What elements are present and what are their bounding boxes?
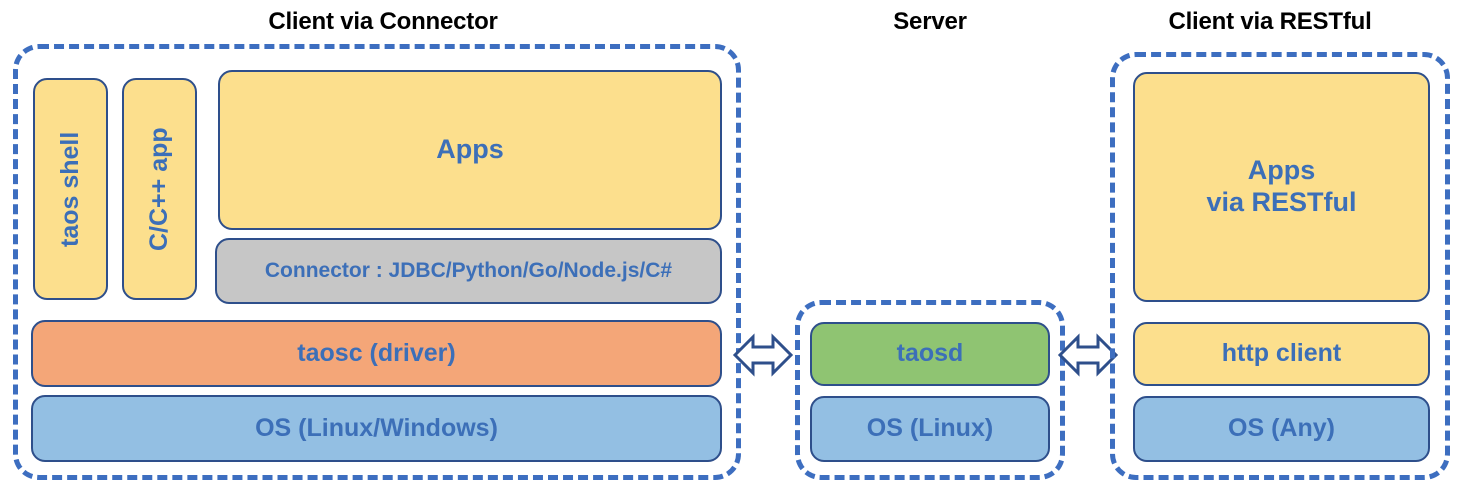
caption-server: Server <box>893 8 967 35</box>
box-taosd[interactable]: taosd <box>810 322 1050 386</box>
box-os-linux-windows[interactable]: OS (Linux/Windows) <box>31 395 722 462</box>
double-headed-arrow-icon-left <box>733 328 793 382</box>
box-cpp-app[interactable]: C/C++ app <box>122 78 197 300</box>
box-apps-via-restful-line1: Apps <box>1247 155 1316 186</box>
caption-client-restful: Client via RESTful <box>1168 8 1372 35</box>
box-apps-via-restful[interactable]: Apps via RESTful <box>1133 72 1430 302</box>
group-server <box>795 300 1065 480</box>
box-os-linux[interactable]: OS (Linux) <box>810 396 1050 462</box>
caption-client-connector: Client via Connector <box>268 8 498 35</box>
box-taos-shell[interactable]: taos shell <box>33 78 108 300</box>
box-os-any[interactable]: OS (Any) <box>1133 396 1430 462</box>
double-headed-arrow-icon-right <box>1058 328 1118 382</box>
group-client-via-restful <box>1110 52 1450 480</box>
box-http-client[interactable]: http client <box>1133 322 1430 386</box>
box-apps-connector[interactable]: Apps <box>218 70 722 230</box>
box-apps-via-restful-line2: via RESTful <box>1206 187 1357 217</box>
box-connector[interactable]: Connector : JDBC/Python/Go/Node.js/C# <box>215 238 722 304</box>
box-taosc-driver[interactable]: taosc (driver) <box>31 320 722 387</box>
group-client-via-connector <box>13 44 741 480</box>
